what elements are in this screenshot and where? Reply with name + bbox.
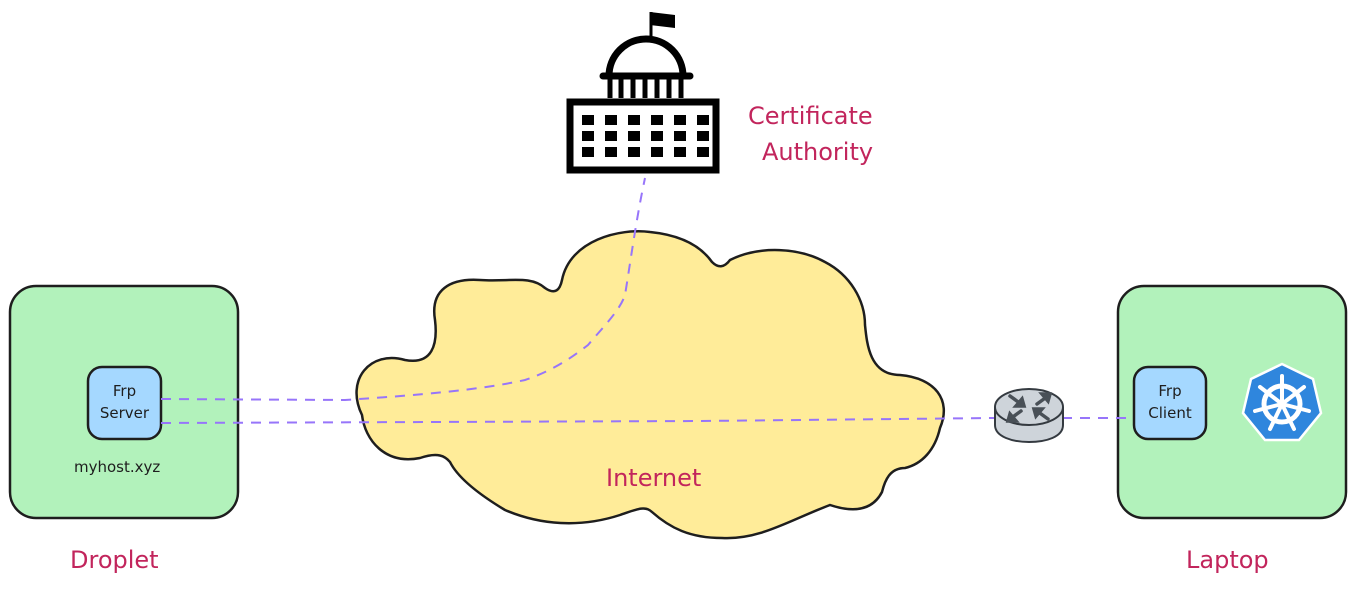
internet-label: Internet (606, 464, 702, 492)
laptop-label: Laptop (1186, 546, 1269, 574)
ca-label-line1: Certificate (748, 102, 873, 130)
frp-server-line2: Server (99, 404, 150, 422)
frp-client-box[interactable] (1132, 365, 1208, 441)
droplet-hostname: myhost.xyz (74, 458, 161, 476)
connector-server-to-ca (160, 177, 646, 402)
frp-server-label: Frp Server (88, 380, 161, 424)
frp-server-box[interactable] (86, 365, 163, 441)
droplet-label: Droplet (70, 546, 159, 574)
frp-client-line1: Frp (1158, 382, 1182, 400)
frp-client-label: Frp Client (1134, 380, 1206, 424)
ca-label-line2: Authority (762, 138, 874, 166)
frp-client-line2: Client (1148, 404, 1192, 422)
frp-server-line1: Frp (112, 382, 137, 400)
internet-cloud[interactable] (355, 230, 946, 540)
router-icon[interactable] (994, 388, 1064, 444)
kubernetes-icon (1241, 362, 1323, 442)
laptop-node[interactable] (1116, 284, 1348, 520)
government-building-icon[interactable] (566, 12, 720, 174)
